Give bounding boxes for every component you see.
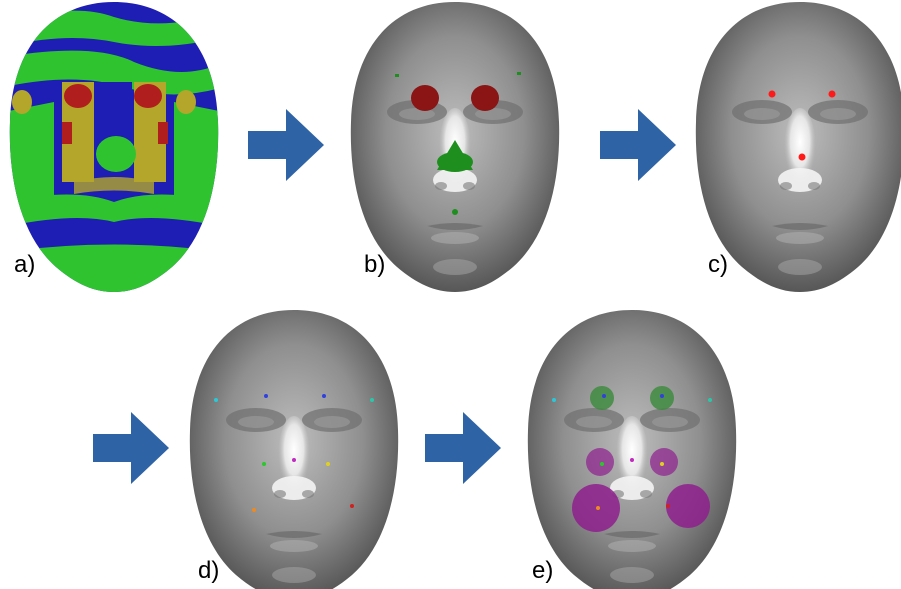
panel-label-a: a) xyxy=(14,251,35,278)
panel-label-e: e) xyxy=(532,557,553,584)
arrow-right-icon xyxy=(600,109,676,181)
panel-a: a) xyxy=(9,2,219,292)
panel-label-c: c) xyxy=(708,251,728,278)
primary-landmarks-face xyxy=(695,2,901,292)
all-landmarks-face xyxy=(189,310,399,589)
panel-b: b) xyxy=(350,2,560,292)
landmark-regions-face xyxy=(527,310,737,589)
panel-label-b: b) xyxy=(364,251,385,278)
curvature-colored-face xyxy=(9,2,219,292)
arrow-right-icon xyxy=(93,412,169,484)
panel-d: d) xyxy=(189,310,399,589)
panel-c: c) xyxy=(695,2,901,292)
region-segmented-face xyxy=(350,2,560,292)
panel-label-d: d) xyxy=(198,557,219,584)
arrow-right-icon xyxy=(248,109,324,181)
arrow-right-icon xyxy=(425,412,501,484)
panel-e: e) xyxy=(527,310,737,589)
